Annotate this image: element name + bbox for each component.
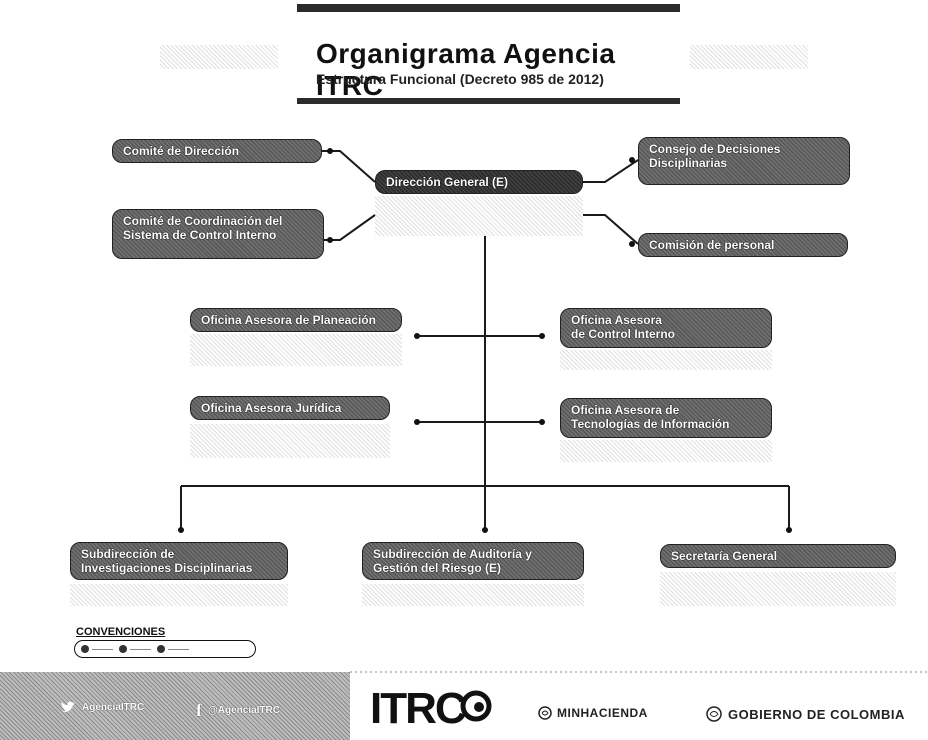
dot-consejo xyxy=(629,157,635,163)
box-comite-coordinacion: Comité de Coordinación del Sistema de Co… xyxy=(112,209,324,259)
legend-item: ——— xyxy=(119,645,151,653)
gobierno-label: GOBIERNO DE COLOMBIA xyxy=(728,706,905,722)
box-oficina-juridica: Oficina Asesora Jurídica xyxy=(190,396,390,420)
dot-juridica xyxy=(414,419,420,425)
itrc-logo: ITRC xyxy=(370,684,467,733)
dot-comision xyxy=(629,241,635,247)
header-texture-left xyxy=(160,45,278,69)
minhacienda-logo: MINHACIENDA xyxy=(538,706,648,720)
page-title: Organigrama Agencia ITRC xyxy=(316,38,616,101)
box-oficina-control-interno: Oficina Asesora de Control Interno xyxy=(560,308,772,348)
header-bottom-bar xyxy=(297,98,680,104)
facebook-icon: f xyxy=(196,700,202,720)
box-direccion-general: Dirección General (E) xyxy=(375,170,583,194)
twitter-icon xyxy=(61,701,75,712)
dot-tecnologias xyxy=(539,419,545,425)
legend-dot-icon xyxy=(81,645,89,653)
box-consejo-decisiones: Consejo de Decisiones Disciplinarias xyxy=(638,137,850,185)
box-oficina-planeacion: Oficina Asesora de Planeación xyxy=(190,308,402,332)
box-secretaria-general: Secretaría General xyxy=(660,544,896,568)
dot-planeacion xyxy=(414,333,420,339)
control-interno-name-area xyxy=(560,350,772,370)
header-texture-right xyxy=(690,45,808,69)
box-oficina-tecnologias: Oficina Asesora de Tecnologías de Inform… xyxy=(560,398,772,438)
gobierno-logo: GOBIERNO DE COLOMBIA xyxy=(706,706,905,722)
planeacion-name-area xyxy=(190,334,402,366)
facebook-link[interactable]: f @AgenciaITRC xyxy=(196,700,280,721)
dot-secretaria xyxy=(786,527,792,533)
legend-dot-icon xyxy=(119,645,127,653)
juridica-name-area xyxy=(190,424,390,458)
dot-control-interno xyxy=(539,333,545,339)
connector-consejo xyxy=(583,159,639,183)
itrc-logo-mark-icon xyxy=(460,690,492,722)
twitter-handle: AgenciaITRC xyxy=(82,701,145,713)
connector-comision xyxy=(583,214,639,245)
legend-dot-icon xyxy=(157,645,165,653)
auditoria-name-area xyxy=(362,584,584,606)
page-subtitle: Estructura Funcional (Decreto 985 de 201… xyxy=(316,71,604,87)
box-subdireccion-auditoria: Subdirección de Auditoría y Gestión del … xyxy=(362,542,584,580)
box-comite-direccion: Comité de Dirección xyxy=(112,139,322,163)
legend-item: ——— xyxy=(157,645,189,653)
dot-comite-direccion xyxy=(327,148,333,154)
dot-comite-coordinacion xyxy=(327,237,333,243)
dot-auditoria xyxy=(482,527,488,533)
header-top-bar xyxy=(297,4,680,12)
twitter-link[interactable]: AgenciaITRC xyxy=(60,700,144,714)
tecnologias-name-area xyxy=(560,440,772,462)
legend-label: ——— xyxy=(168,645,189,653)
footer-social-band xyxy=(0,672,350,740)
dot-investigaciones xyxy=(178,527,184,533)
conventions-legend: ——— ——— ——— xyxy=(74,640,256,658)
colombia-shield-icon xyxy=(706,706,722,722)
box-subdireccion-investigaciones: Subdirección de Investigaciones Discipli… xyxy=(70,542,288,580)
legend-label: ——— xyxy=(130,645,151,653)
legend-label: ——— xyxy=(92,645,113,653)
secretaria-name-area xyxy=(660,572,896,606)
colombia-shield-icon xyxy=(538,706,552,720)
facebook-handle: @AgenciaITRC xyxy=(208,705,280,716)
connector-comite-coordinacion xyxy=(324,214,376,241)
legend-item: ——— xyxy=(81,645,113,653)
minhacienda-label: MINHACIENDA xyxy=(557,706,648,720)
conventions-title: CONVENCIONES xyxy=(76,626,166,638)
direccion-general-name-area xyxy=(375,196,583,236)
connector-comite-direccion xyxy=(322,150,376,183)
investigaciones-name-area xyxy=(70,584,288,606)
box-comision-personal: Comisión de personal xyxy=(638,233,848,257)
